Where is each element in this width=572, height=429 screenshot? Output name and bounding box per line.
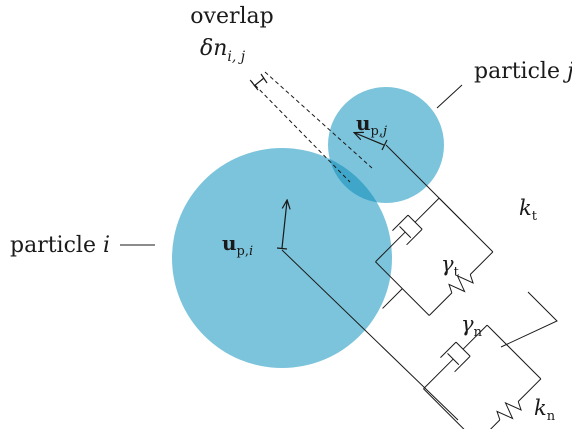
gamma-t-label: γt [441, 252, 460, 280]
spring-icon [428, 251, 494, 316]
particle-j-label: particle j [474, 59, 572, 84]
dashpot-icon [423, 324, 488, 390]
velocity-i-arrow [281, 201, 287, 249]
particle-i-label: particle i [10, 233, 110, 258]
dashpot-icon [375, 197, 440, 263]
velocity-i-tick [276, 247, 288, 250]
normal-contact-model [423, 324, 542, 429]
particle-i-circle [172, 148, 392, 368]
velocity-j-tick [381, 139, 388, 151]
spring-icon [476, 378, 542, 429]
particle-j-leader [436, 84, 463, 109]
overlap-symbol: δni, j [200, 36, 246, 65]
velocity-j-arrow [355, 133, 385, 146]
velocity-j-label: up,j [356, 111, 387, 139]
kt-label: kt [519, 196, 538, 224]
overlap-dimension-marker [250, 73, 268, 91]
tangential-contact-model [375, 197, 494, 316]
kn-label: kn [534, 396, 556, 424]
overlap-label: overlap [190, 4, 273, 29]
overlap-guides [249, 71, 373, 183]
gamma-n-label: γn [461, 312, 483, 340]
model-link [500, 291, 558, 348]
velocity-i-label: up,i [222, 231, 253, 259]
